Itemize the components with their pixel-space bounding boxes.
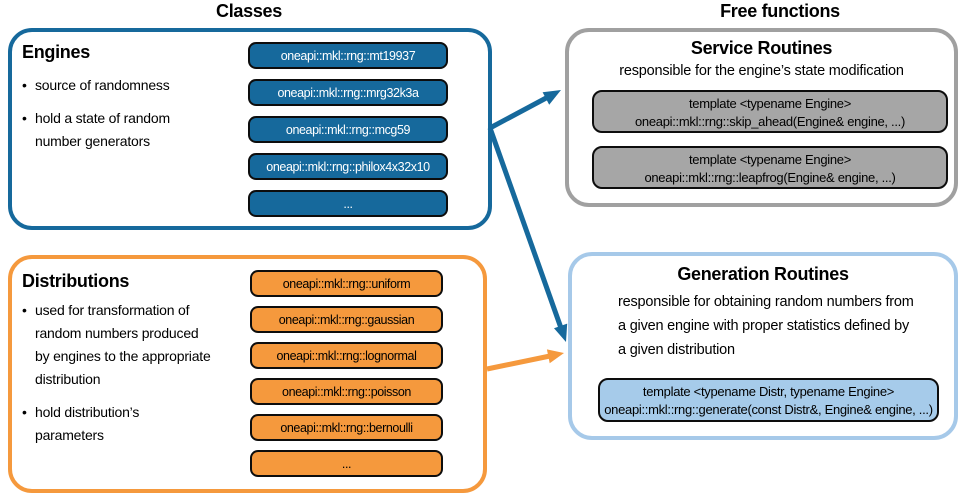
engine-pill-mcg59: oneapi::mkl::rng::mcg59	[248, 116, 448, 143]
distribution-pill-bernoulli: oneapi::mkl::rng::bernoulli	[250, 414, 443, 441]
distribution-pill-poisson: oneapi::mkl::rng::poisson	[250, 378, 443, 405]
generation-routines-box: Generation Routines responsible for obta…	[568, 252, 958, 440]
distribution-pill-column: oneapi::mkl::rng::uniform oneapi::mkl::r…	[250, 270, 443, 477]
engines-to-service-arrow	[488, 90, 561, 131]
engine-pill-philox4x32x10: oneapi::mkl::rng::philox4x32x10	[248, 153, 448, 180]
template-line: template <typename Engine>	[688, 152, 852, 167]
skip-ahead-pill: template <typename Engine> oneapi::mkl::…	[592, 90, 948, 133]
service-routines-heading: Service Routines	[690, 38, 833, 58]
classes-column-title: Classes	[216, 1, 282, 21]
function-signature: oneapi::mkl::rng::skip_ahead(Engine& eng…	[634, 114, 906, 129]
leapfrog-pill: template <typename Engine> oneapi::mkl::…	[592, 146, 948, 189]
engines-to-generation-arrow	[487, 127, 568, 342]
list-item: • used for transformation of random numb…	[22, 299, 248, 391]
distribution-pill-ellipsis: ...	[250, 450, 443, 477]
engines-bullet-list: • source of randomness • hold a state of…	[22, 74, 248, 153]
function-signature: oneapi::mkl::rng::leapfrog(Engine& engin…	[644, 170, 896, 185]
service-routines-subtitle: responsible for the engine’s state modif…	[619, 63, 904, 79]
distributions-to-generation-arrow	[486, 349, 564, 372]
template-line: template <typename Distr, typename Engin…	[642, 384, 895, 399]
bullet-icon: •	[22, 77, 27, 93]
free-functions-column-title: Free functions	[720, 1, 840, 21]
generate-pill: template <typename Distr, typename Engin…	[598, 378, 939, 422]
engines-box: Engines • source of randomness • hold a …	[8, 28, 492, 230]
function-signature: oneapi::mkl::rng::generate(const Distr&,…	[604, 402, 933, 417]
generation-routines-heading: Generation Routines	[677, 264, 849, 284]
bullet-text: hold a state of random number generators	[35, 110, 170, 149]
distributions-box: Distributions • used for transformation …	[8, 255, 487, 493]
bullet-icon: •	[22, 302, 27, 318]
distribution-pill-gaussian: oneapi::mkl::rng::gaussian	[250, 306, 443, 333]
distributions-heading: Distributions	[22, 271, 130, 291]
bullet-text: hold distribution’s parameters	[35, 404, 140, 443]
distributions-bullet-list: • used for transformation of random numb…	[22, 299, 248, 447]
engine-pill-ellipsis: ...	[248, 190, 448, 217]
bullet-text: source of randomness	[35, 77, 170, 93]
distribution-pill-lognormal: oneapi::mkl::rng::lognormal	[250, 342, 443, 369]
list-item: • hold distribution’s parameters	[22, 401, 248, 447]
list-item: • source of randomness	[22, 74, 248, 97]
bullet-icon: •	[22, 404, 27, 420]
engine-pill-mt19937: oneapi::mkl::rng::mt19937	[248, 42, 448, 69]
engines-heading: Engines	[22, 42, 90, 62]
service-routines-box: Service Routines responsible for the eng…	[565, 28, 958, 207]
generation-routines-subtitle: responsible for obtaining random numbers…	[618, 294, 914, 358]
template-line: template <typename Engine>	[688, 96, 852, 111]
bullet-text: used for transformation of random number…	[35, 302, 211, 387]
engine-pill-column: oneapi::mkl::rng::mt19937 oneapi::mkl::r…	[248, 42, 448, 217]
bullet-icon: •	[22, 110, 27, 126]
list-item: • hold a state of random number generato…	[22, 107, 248, 153]
engine-pill-mrg32k3a: oneapi::mkl::rng::mrg32k3a	[248, 79, 448, 106]
distribution-pill-uniform: oneapi::mkl::rng::uniform	[250, 270, 443, 297]
